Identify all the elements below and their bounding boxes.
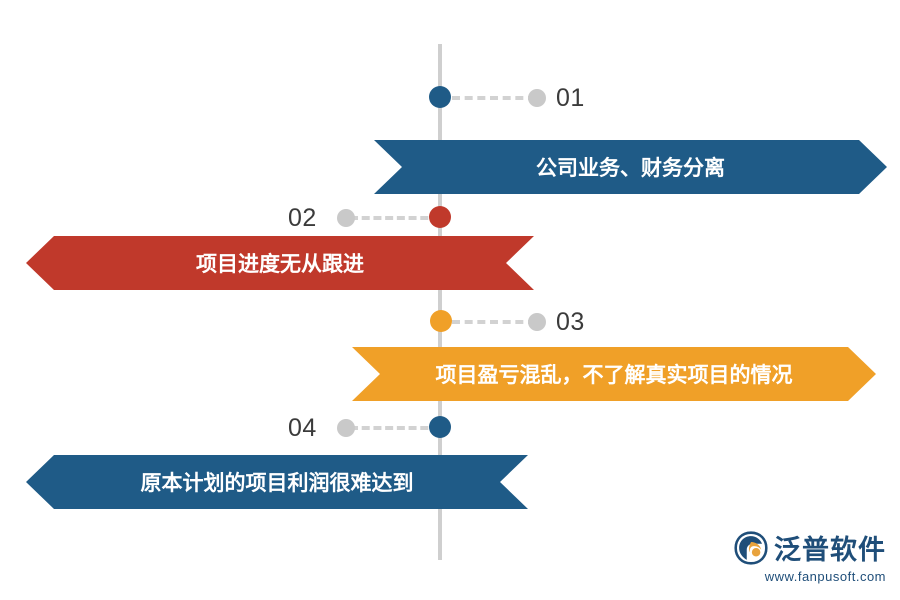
step-dot-gray-02 xyxy=(337,209,355,227)
step-label-02: 项目进度无从跟进 xyxy=(196,253,364,276)
step-dot-gray-04 xyxy=(337,419,355,437)
step-number-02: 02 xyxy=(288,204,317,232)
step-dot-01 xyxy=(429,86,451,108)
step-dot-04 xyxy=(429,416,451,438)
step-label-03: 项目盈亏混乱，不了解真实项目的情况 xyxy=(435,364,793,387)
step-banner-01[interactable]: 公司业务、财务分离 xyxy=(374,140,887,194)
step-dot-gray-03 xyxy=(528,313,546,331)
brand-logo-row: 泛普软件 xyxy=(734,528,886,567)
step-label-04: 原本计划的项目利润很难达到 xyxy=(140,472,414,495)
step-number-03: 03 xyxy=(556,308,585,336)
step-banner-04[interactable]: 原本计划的项目利润很难达到 xyxy=(26,455,528,509)
connector-04 xyxy=(350,426,440,430)
brand-url: www.fanpusoft.com xyxy=(764,569,886,584)
step-number-04: 04 xyxy=(288,414,317,442)
step-banner-02[interactable]: 项目进度无从跟进 xyxy=(26,236,534,290)
connector-01 xyxy=(452,96,536,100)
step-dot-03 xyxy=(430,310,452,332)
step-banner-03[interactable]: 项目盈亏混乱，不了解真实项目的情况 xyxy=(352,347,876,401)
timeline-spine xyxy=(438,44,442,560)
step-number-01: 01 xyxy=(556,84,585,112)
brand-logo: 泛普软件 www.fanpusoft.com xyxy=(734,528,886,584)
fanpu-logo-icon xyxy=(734,530,768,565)
connector-02 xyxy=(350,216,440,220)
step-dot-02 xyxy=(429,206,451,228)
step-label-01: 公司业务、财务分离 xyxy=(536,157,725,180)
connector-03 xyxy=(452,320,536,324)
brand-name: 泛普软件 xyxy=(774,535,886,565)
step-dot-gray-01 xyxy=(528,89,546,107)
